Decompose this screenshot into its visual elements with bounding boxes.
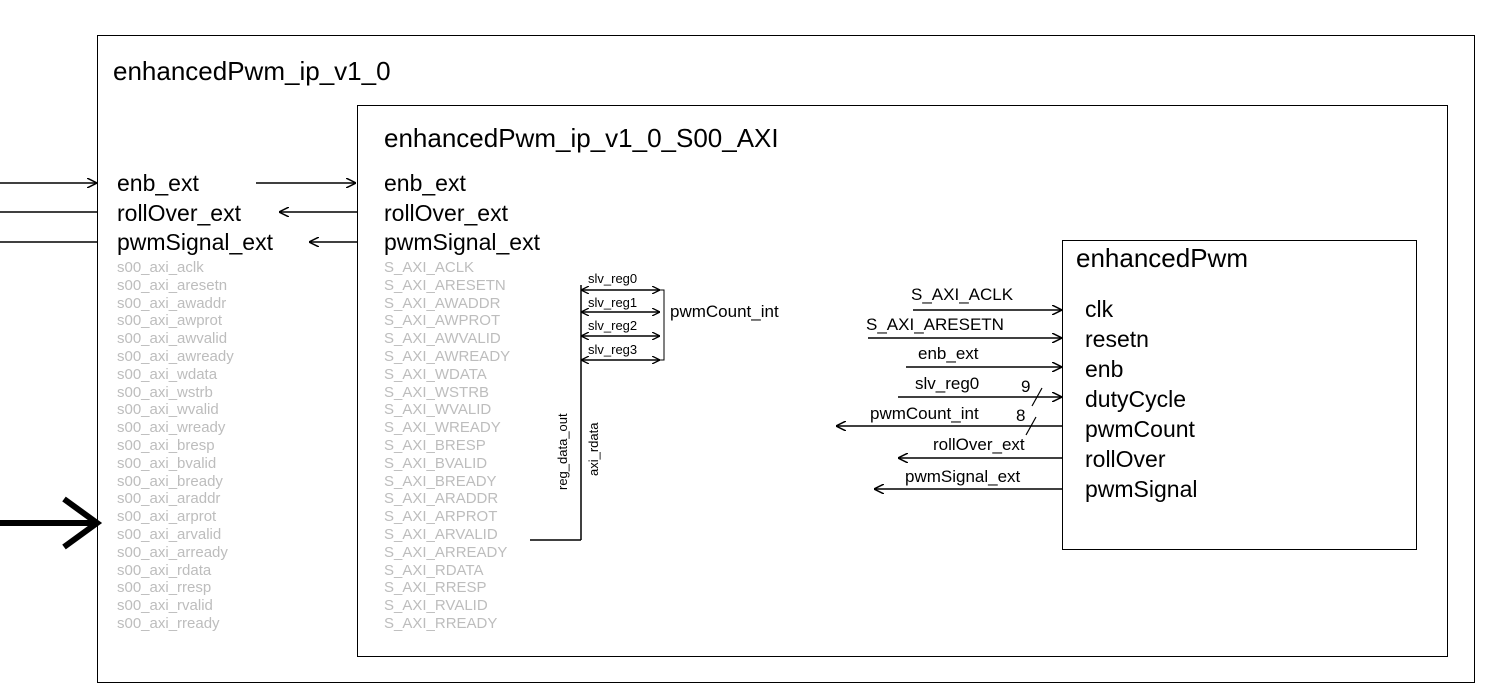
axi-axi-port-17: S_AXI_RDATA (384, 561, 484, 579)
outer-axi-port-4: s00_axi_awvalid (117, 330, 228, 348)
outer-axi-port-9: s00_axi_wready (117, 419, 226, 437)
axi-axi-port-2: S_AXI_AWADDR (384, 294, 501, 312)
outer-axi-port-3: s00_axi_awprot (117, 312, 223, 330)
axi-axi-port-1: S_AXI_ARESETN (384, 276, 506, 294)
outer-axi-port-20: s00_axi_rready (117, 615, 220, 632)
outer-axi-port-19: s00_axi_rvalid (117, 597, 213, 615)
outer-port-2: pwmSignal_ext (117, 229, 273, 255)
axi-axi-port-5: S_AXI_AWREADY (384, 348, 511, 365)
axi-axi-port-6: S_AXI_WDATA (384, 365, 487, 383)
axi-axi-port-15: S_AXI_ARVALID (384, 526, 498, 543)
pwm-count-brace (660, 289, 665, 361)
pwm-output-signal-1: rollOver_ext (933, 435, 1025, 454)
axi-axi-port-14: S_AXI_ARPROT (384, 508, 498, 526)
axi-rdata-label: axi_rdata (586, 422, 601, 476)
axi-axi-port-8: S_AXI_WVALID (384, 401, 492, 419)
outer-port-0: enb_ext (117, 170, 199, 196)
pwm-port-1: resetn (1085, 326, 1149, 352)
axi-port-0: enb_ext (384, 170, 466, 196)
outer-block-title: enhancedPwm_ip_v1_0 (113, 56, 391, 86)
outer-axi-port-1: s00_axi_aresetn (117, 276, 228, 294)
pwm-input-signal-0: S_AXI_ACLK (911, 285, 1014, 304)
axi-block-title: enhancedPwm_ip_v1_0_S00_AXI (384, 123, 779, 153)
outer-axi-port-15: s00_axi_arvalid (117, 526, 222, 543)
axi-axi-port-4: S_AXI_AWVALID (384, 330, 501, 348)
reg-data-out-label: reg_data_out (555, 413, 570, 490)
pwm-count-int-label: pwmCount_int (670, 302, 779, 321)
axi-axi-port-3: S_AXI_AWPROT (384, 312, 501, 330)
outer-axi-port-16: s00_axi_arready (117, 543, 228, 561)
pwm-input-signal-1: S_AXI_ARESETN (866, 315, 1004, 334)
bus-width-count: 8 (1016, 406, 1026, 425)
pwm-input-signal-2: enb_ext (918, 344, 979, 363)
register-label-1: slv_reg1 (588, 294, 638, 310)
outer-axi-port-0: s00_axi_aclk (117, 259, 204, 276)
axi-axi-port-19: S_AXI_RVALID (384, 597, 488, 615)
pwm-port-2: enb (1085, 356, 1124, 382)
outer-axi-port-17: s00_axi_rdata (117, 561, 212, 579)
pwm-port-6: pwmSignal (1085, 476, 1198, 502)
outer-axi-port-14: s00_axi_arprot (117, 508, 217, 526)
axi-block (357, 105, 1448, 657)
bus-slash-count (1025, 416, 1037, 436)
axi-axi-port-12: S_AXI_BREADY (384, 472, 497, 490)
pwm-block (1062, 240, 1417, 550)
outer-axi-port-13: s00_axi_araddr (117, 490, 221, 508)
pwm-port-3: dutyCycle (1085, 386, 1186, 412)
outer-axi-port-2: s00_axi_awaddr (117, 294, 227, 312)
pwm-port-0: clk (1085, 296, 1114, 322)
outer-axi-port-10: s00_axi_bresp (117, 437, 215, 454)
axi-axi-port-11: S_AXI_BVALID (384, 454, 488, 472)
outer-axi-port-5: s00_axi_awready (117, 348, 234, 365)
outer-axi-port-6: s00_axi_wdata (117, 365, 218, 383)
bus-width-duty: 9 (1021, 377, 1031, 396)
axi-axi-port-0: S_AXI_ACLK (384, 259, 475, 276)
outer-axi-port-8: s00_axi_wvalid (117, 401, 219, 419)
pwm-port-4: pwmCount (1085, 416, 1195, 442)
outer-axi-port-7: s00_axi_wstrb (117, 383, 213, 401)
axi-axi-port-9: S_AXI_WREADY (384, 419, 501, 437)
pwm-port-5: rollOver (1085, 446, 1166, 472)
axi-axi-port-18: S_AXI_RRESP (384, 579, 487, 597)
register-label-2: slv_reg2 (588, 318, 638, 333)
pwm-output-signal-0: pwmCount_int (870, 404, 979, 423)
outer-axi-port-11: s00_axi_bvalid (117, 454, 217, 472)
axi-axi-port-7: S_AXI_WSTRB (384, 383, 490, 401)
bus-slash-duty (1031, 387, 1043, 407)
axi-port-2: pwmSignal_ext (384, 229, 540, 255)
axi-axi-port-16: S_AXI_ARREADY (384, 543, 508, 561)
outer-axi-port-12: s00_axi_bready (117, 472, 223, 490)
register-label-3: slv_reg3 (588, 341, 638, 357)
outer-block (97, 35, 1475, 683)
axi-axi-port-20: S_AXI_RREADY (384, 615, 498, 632)
axi-axi-port-10: S_AXI_BRESP (384, 437, 486, 454)
register-label-0: slv_reg0 (588, 271, 638, 286)
outer-port-1: rollOver_ext (117, 199, 241, 226)
pwm-output-signal-2: pwmSignal_ext (905, 467, 1021, 486)
pwm-block-title: enhancedPwm (1076, 243, 1248, 273)
axi-axi-port-13: S_AXI_ARADDR (384, 490, 499, 508)
outer-axi-port-18: s00_axi_rresp (117, 579, 212, 597)
pwm-input-signal-3: slv_reg0 (915, 374, 980, 393)
axi-port-1: rollOver_ext (384, 199, 508, 226)
